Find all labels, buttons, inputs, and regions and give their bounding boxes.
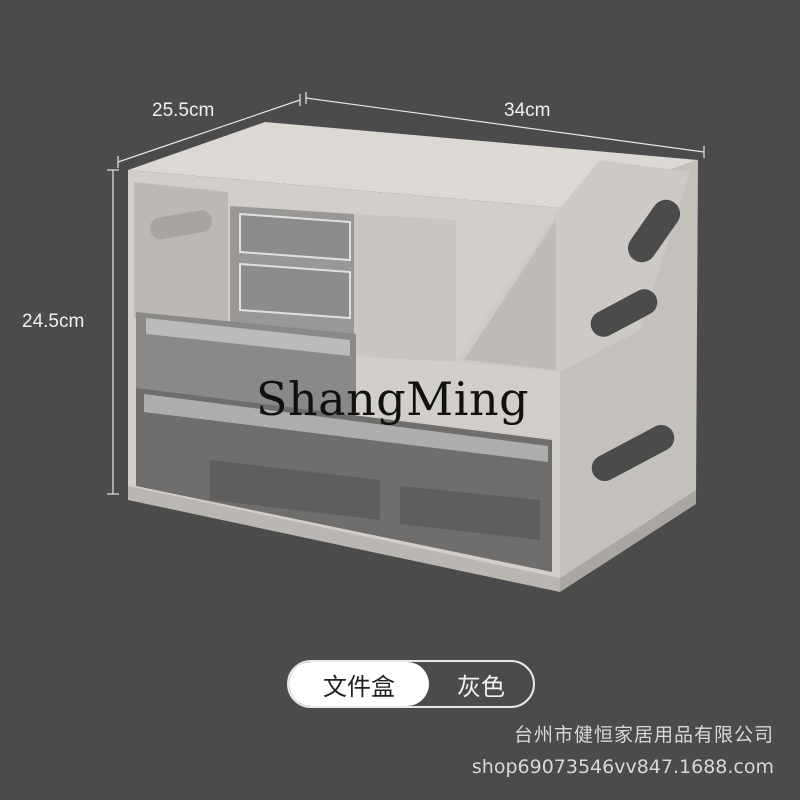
width-dimension-label: 34cm — [504, 100, 551, 121]
company-name: 台州市健恒家居用品有限公司 — [513, 724, 774, 746]
shop-url: shop69073546vv847.1688.com — [471, 756, 774, 778]
organizer-body — [128, 122, 698, 592]
variant-color-label[interactable]: 灰色 — [457, 672, 505, 701]
variant-type-label[interactable]: 文件盒 — [289, 662, 429, 706]
depth-dimension-label: 25.5cm — [152, 100, 215, 121]
height-dimension-label: 24.5cm — [22, 311, 85, 332]
variant-selector[interactable]: 文件盒 灰色 — [287, 660, 535, 708]
watermark-text: ShangMing — [256, 372, 530, 426]
dimension-lines — [107, 92, 705, 495]
